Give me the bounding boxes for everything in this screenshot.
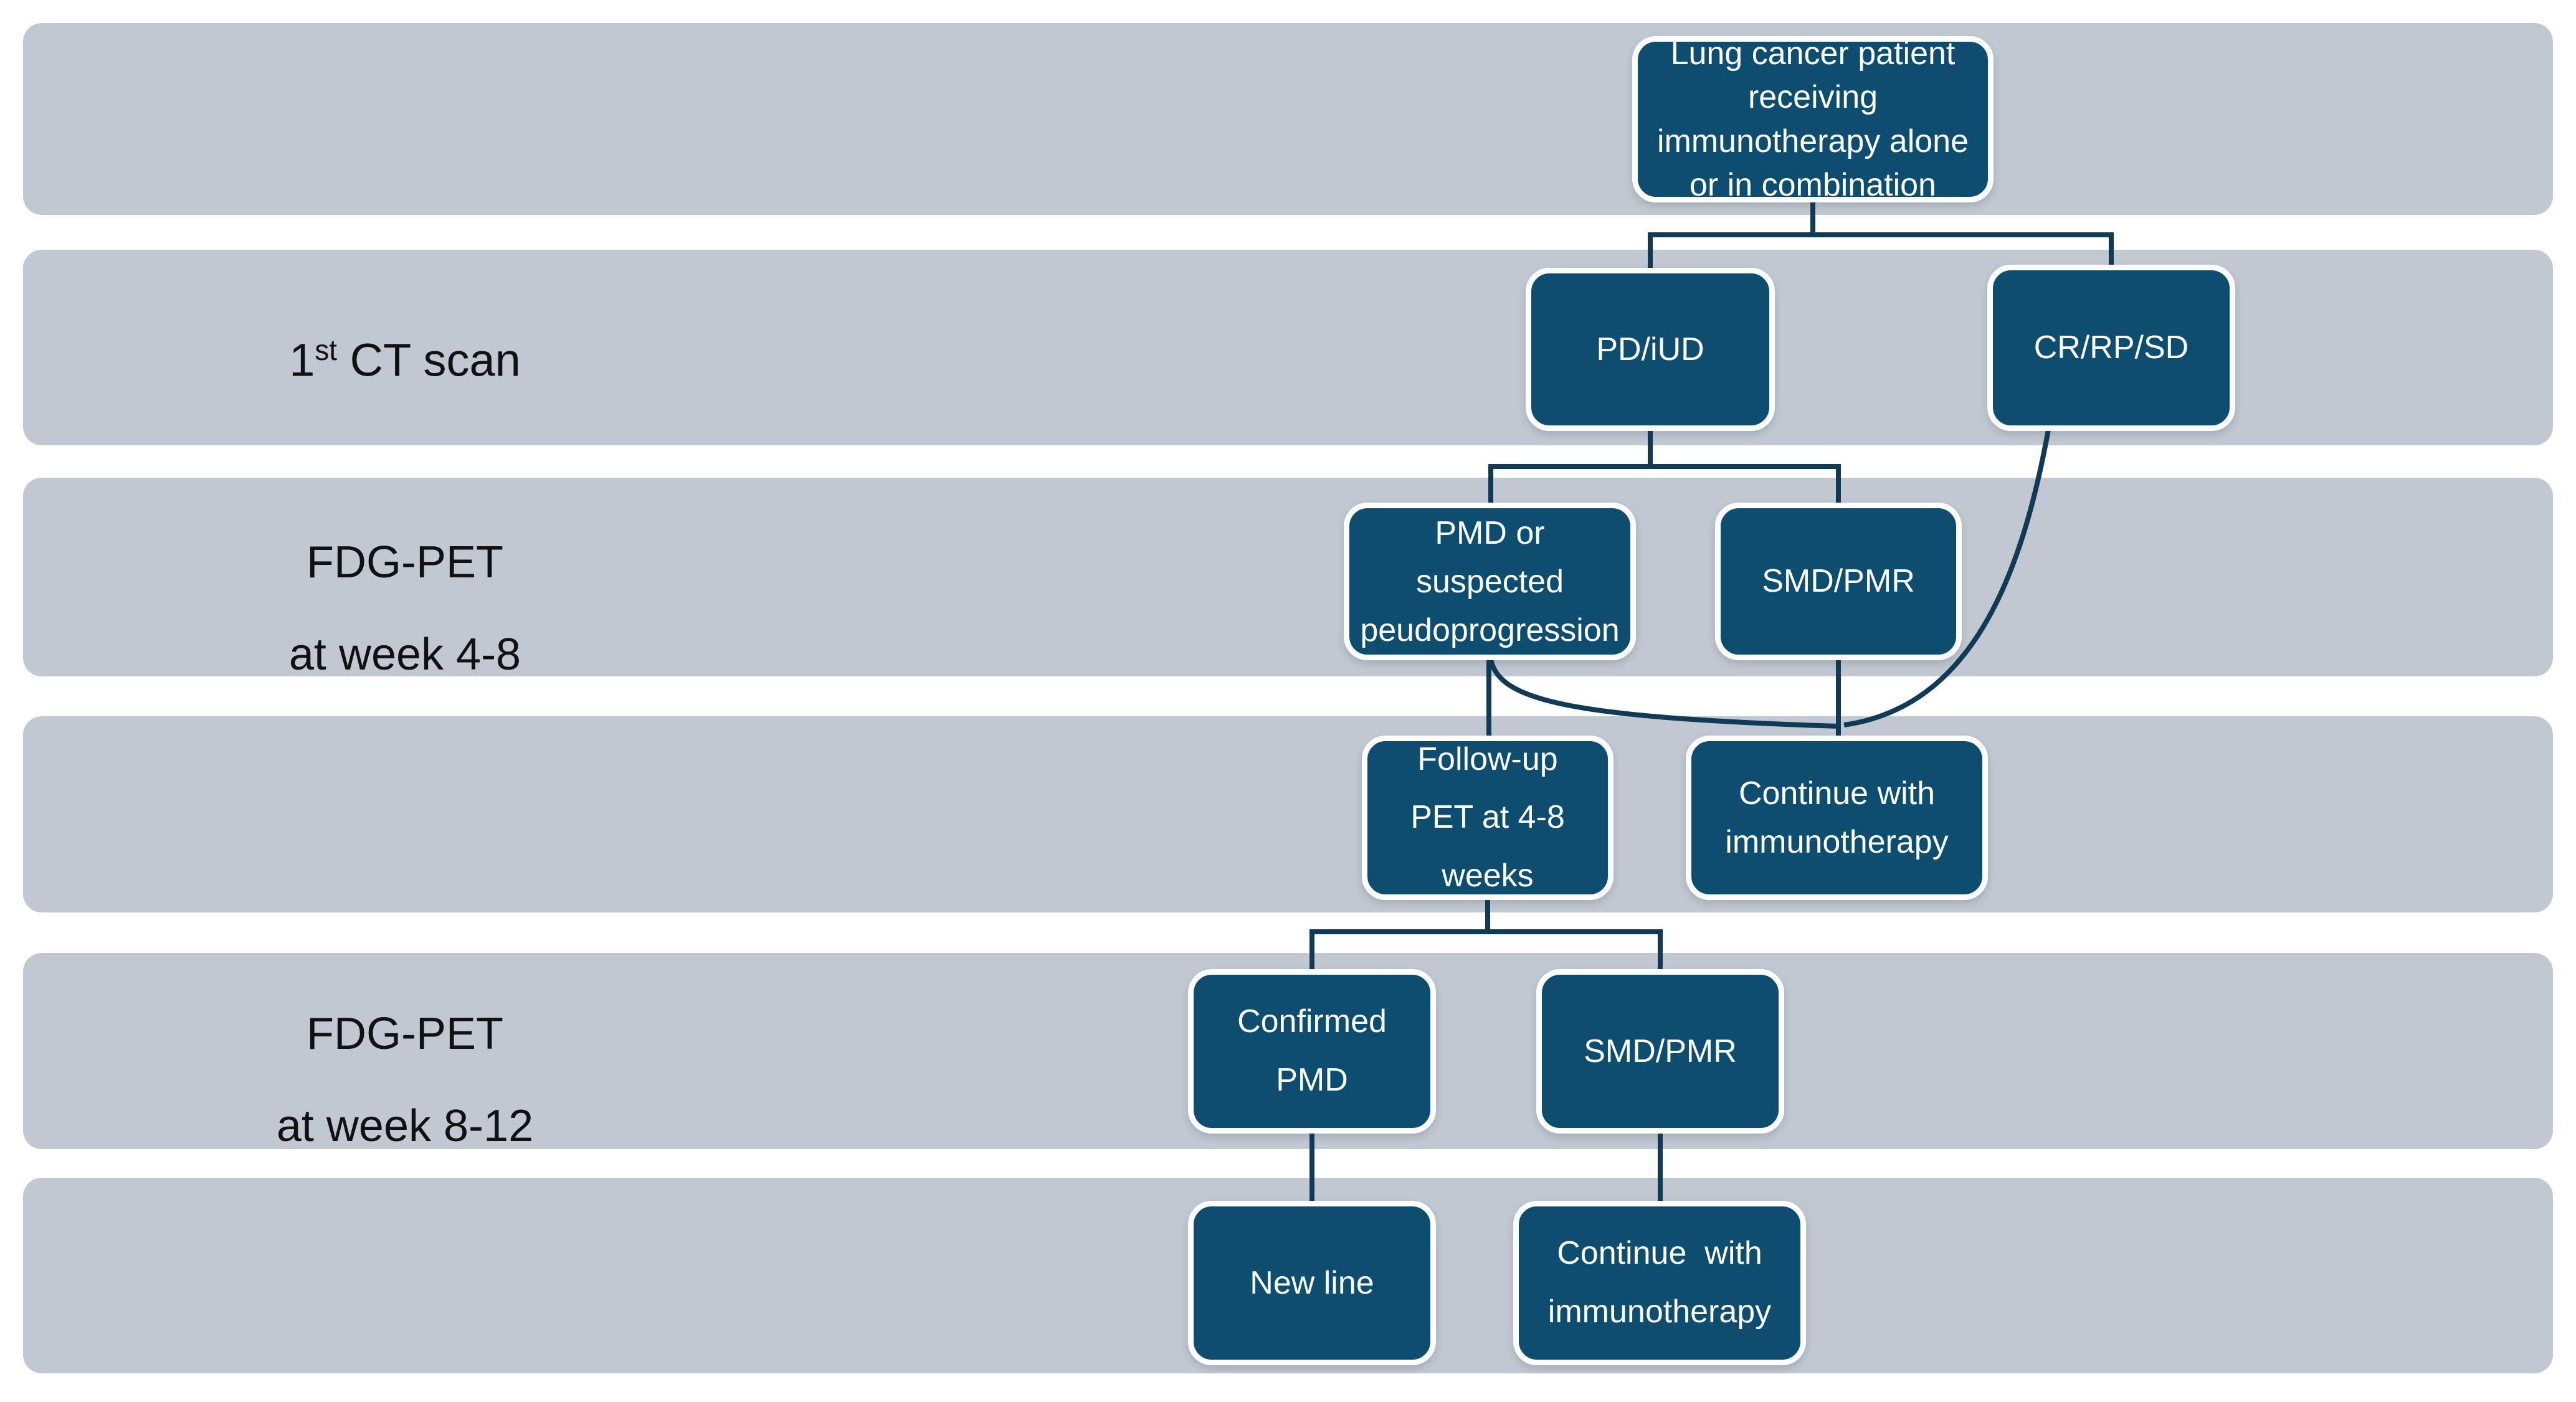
connector-pmd-to-continue [1488,658,1839,729]
node-continue-immunotherapy-2-label: Continue with immunotherapy [1547,1235,1772,1330]
node-continue-immunotherapy-2: Continue with immunotherapy [1513,1201,1806,1365]
fdg-pet-8-12-line1: FDG-PET [307,1008,503,1059]
fdg-pet-8-12-line2: at week 8-12 [276,1101,534,1151]
node-confirmed-pmd-label: Confirmed PMD [1237,1003,1387,1098]
connector-crrpsd-to-continue [1843,429,2051,727]
connector-followup-split [1309,899,1663,970]
node-lung-cancer-patient-label: Lung cancer patient receiving immunother… [1656,36,1969,203]
node-confirmed-pmd: Confirmed PMD [1188,969,1436,1134]
node-continue-immunotherapy-1: Continue with immunotherapy [1686,736,1988,900]
node-new-line-label: New line [1250,1264,1374,1301]
connector-pdiud-split [1488,430,1841,504]
node-cr-rp-sd-label: CR/RP/SD [2033,329,2189,366]
band-row-3 [23,478,2553,676]
row-label-fdg-pet-week-8-12: FDG-PET at week 8-12 [156,982,654,1178]
node-cr-rp-sd: CR/RP/SD [1987,265,2235,431]
node-new-line: New line [1188,1201,1436,1365]
node-pmd-or-suspected-label: PMD or suspected peudoprogression [1360,514,1620,648]
node-pmd-or-suspected-pseudoprogression: PMD or suspected peudoprogression [1344,503,1636,660]
band-row-4 [23,716,2553,912]
node-smd-pmr-week8-12-label: SMD/PMR [1584,1033,1737,1069]
node-pd-iud-label: PD/iUD [1596,331,1704,367]
node-pd-iud: PD/iUD [1526,268,1775,431]
fdg-pet-4-8-line2: at week 4-8 [288,629,521,680]
band-row-1 [23,23,2553,215]
node-continue-immunotherapy-1-label: Continue with immunotherapy [1725,775,1949,860]
row-label-fdg-pet-week-4-8: FDG-PET at week 4-8 [156,509,654,708]
node-smd-pmr-week8-12: SMD/PMR [1536,969,1784,1134]
node-smd-pmr-week4-8: SMD/PMR [1715,503,1962,660]
node-smd-pmr-week4-8-label: SMD/PMR [1762,563,1915,600]
ct-scan-label: 1st CT scan [289,333,521,386]
node-lung-cancer-patient: Lung cancer patient receiving immunother… [1632,36,1994,203]
node-follow-up-pet-label: Follow-up PET at 4-8 weeks [1410,741,1565,894]
connector-patient-split [1648,202,2114,269]
ct-scan-superscript: st [315,333,338,366]
row-label-first-ct-scan: 1st CT scan [156,257,654,453]
node-follow-up-pet: Follow-up PET at 4-8 weeks [1362,736,1614,900]
fdg-pet-4-8-line1: FDG-PET [307,537,503,587]
